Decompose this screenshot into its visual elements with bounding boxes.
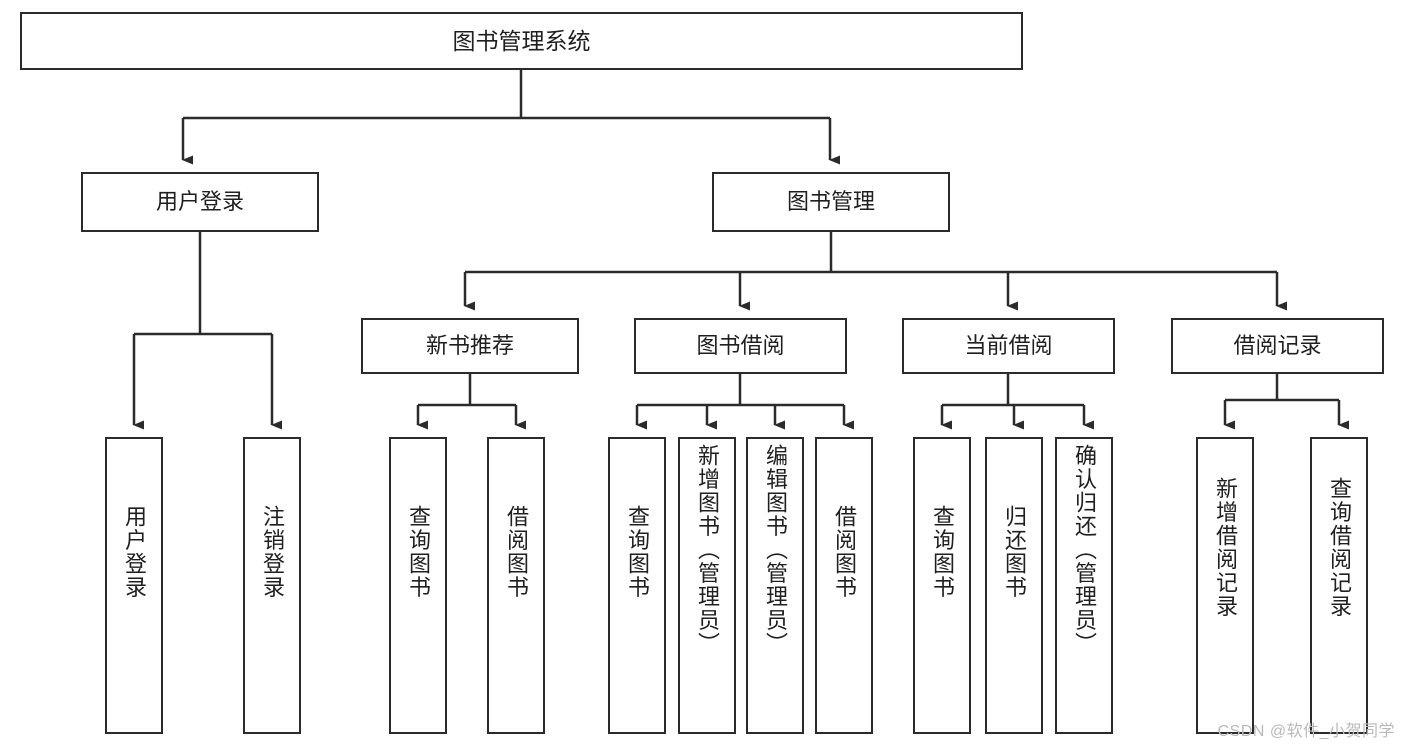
node-user-login-label: 用户登录 (155, 189, 244, 215)
leaf-add-borrow-record-label: 新增借阅记录 (1213, 477, 1238, 618)
leaf-return-books[interactable]: 归还图书 (985, 437, 1043, 734)
node-new-book-recommend-label: 新书推荐 (425, 333, 514, 359)
leaf-borrow-books-new-label: 借阅图书 (504, 505, 529, 599)
leaf-query-books-new-label: 查询图书 (406, 505, 431, 599)
leaf-query-books-new[interactable]: 查询图书 (389, 437, 447, 734)
leaf-user-login-label: 用户登录 (122, 505, 147, 599)
node-user-login[interactable]: 用户登录 (81, 172, 319, 232)
node-book-borrow-label: 图书借阅 (696, 333, 785, 359)
node-book-management-label: 图书管理 (786, 189, 875, 215)
leaf-add-book-admin[interactable]: 新增图书（管理员） (678, 437, 736, 734)
leaf-query-books-borrow-label: 查询图书 (625, 505, 650, 599)
leaf-confirm-return-admin-label: 确认归还（管理员） (1072, 444, 1097, 656)
leaf-logout[interactable]: 注销登录 (243, 437, 301, 734)
leaf-query-borrow-record-label: 查询借阅记录 (1327, 477, 1352, 618)
node-book-borrow[interactable]: 图书借阅 (634, 318, 847, 374)
leaf-borrow-books-new[interactable]: 借阅图书 (487, 437, 545, 734)
leaf-query-books-current[interactable]: 查询图书 (913, 437, 971, 734)
node-borrow-records[interactable]: 借阅记录 (1171, 318, 1384, 374)
leaf-query-books-borrow[interactable]: 查询图书 (608, 437, 666, 734)
csdn-watermark: CSDN @软件_小贺同学 (1217, 723, 1395, 740)
leaf-query-books-current-label: 查询图书 (930, 505, 955, 599)
leaf-user-login[interactable]: 用户登录 (105, 437, 163, 734)
node-current-borrow-label: 当前借阅 (964, 333, 1053, 359)
leaf-return-books-label: 归还图书 (1002, 505, 1027, 599)
leaf-edit-book-admin[interactable]: 编辑图书（管理员） (746, 437, 804, 734)
leaf-borrow-books[interactable]: 借阅图书 (815, 437, 873, 734)
node-new-book-recommend[interactable]: 新书推荐 (361, 318, 579, 374)
leaf-borrow-books-label: 借阅图书 (832, 505, 857, 599)
node-current-borrow[interactable]: 当前借阅 (902, 318, 1115, 374)
leaf-query-borrow-record[interactable]: 查询借阅记录 (1310, 437, 1368, 734)
node-root[interactable]: 图书管理系统 (20, 12, 1023, 70)
leaf-confirm-return-admin[interactable]: 确认归还（管理员） (1055, 437, 1113, 734)
node-root-label: 图书管理系统 (452, 27, 591, 54)
leaf-edit-book-admin-label: 编辑图书（管理员） (763, 444, 788, 656)
leaf-add-borrow-record[interactable]: 新增借阅记录 (1196, 437, 1254, 734)
leaf-add-book-admin-label: 新增图书（管理员） (695, 444, 720, 656)
leaf-logout-label: 注销登录 (260, 505, 285, 599)
node-book-management[interactable]: 图书管理 (712, 172, 950, 232)
node-borrow-records-label: 借阅记录 (1233, 333, 1322, 359)
